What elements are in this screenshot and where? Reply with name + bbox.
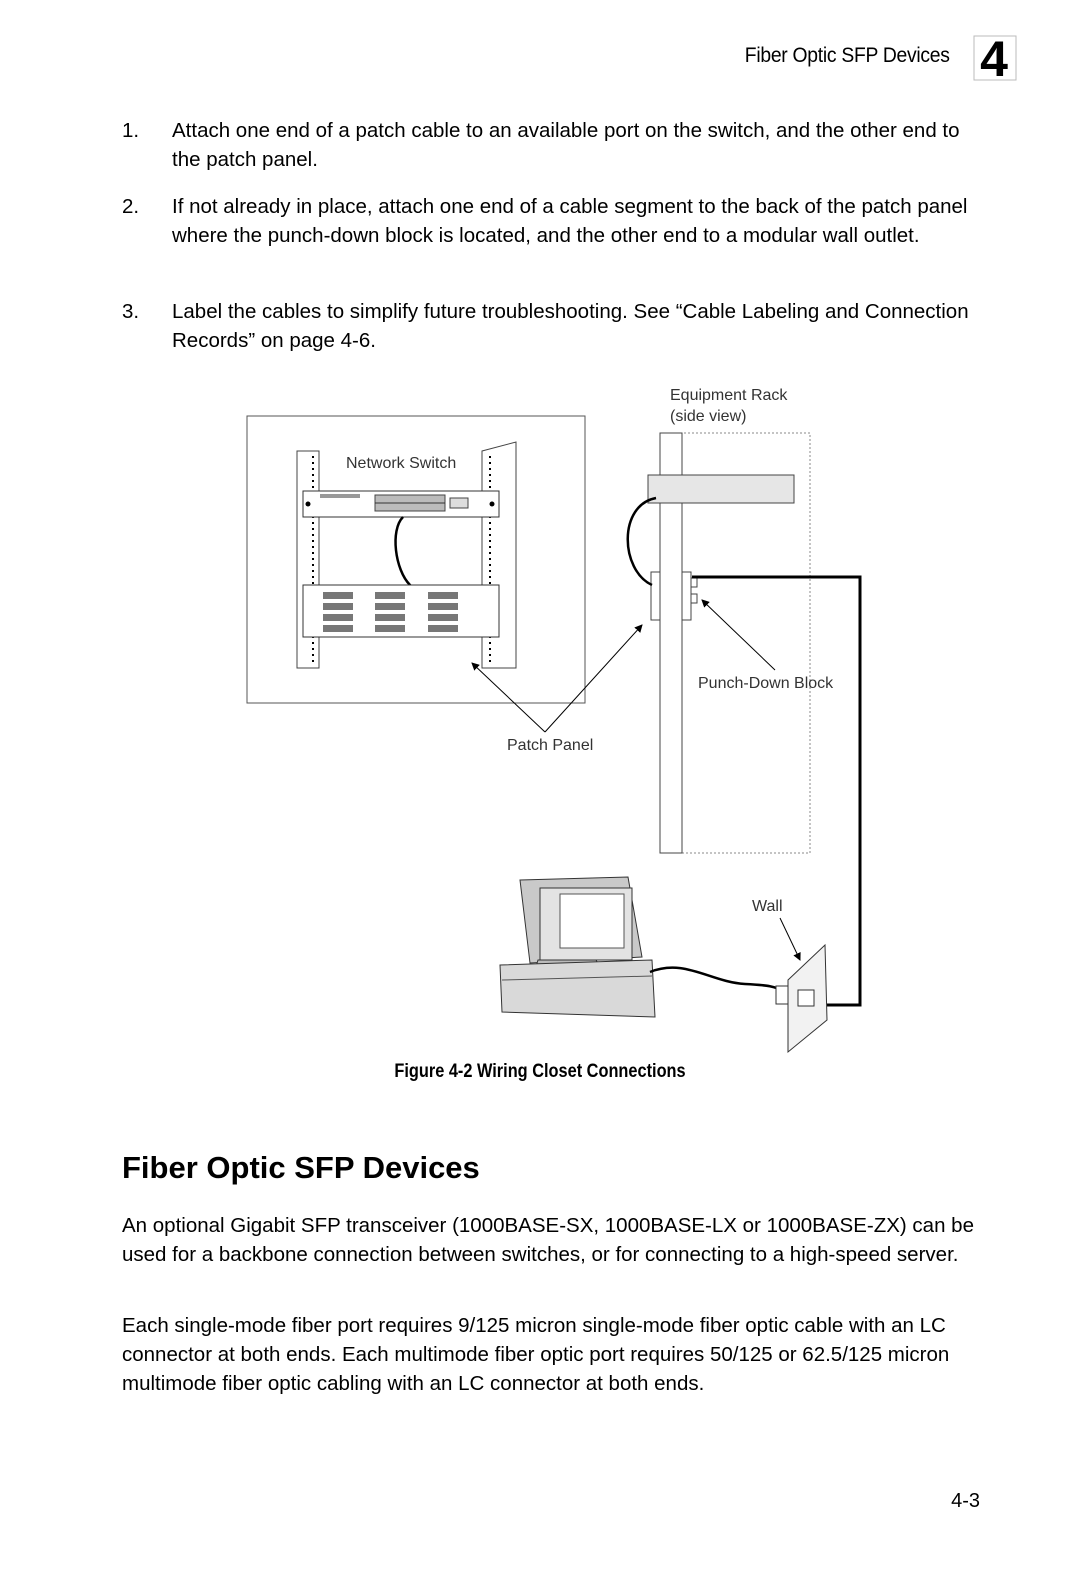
step-number: 3. — [122, 300, 140, 323]
label-wall: Wall — [752, 898, 783, 915]
figure-caption: Figure 4-2 Wiring Closet Connections — [394, 1061, 686, 1082]
workstation-computer — [499, 876, 656, 1018]
rj45-plug — [775, 985, 789, 1005]
label-side-view: (side view) — [670, 408, 747, 425]
wiring-closet-diagram: Equipment Rack (side view) Network Switc… — [240, 380, 880, 1060]
patch-panel-front — [302, 584, 500, 638]
step-number: 2. — [122, 195, 140, 218]
patch-cable-side — [626, 496, 657, 587]
running-header-title: Fiber Optic SFP Devices — [745, 44, 950, 67]
label-network-switch: Network Switch — [346, 455, 457, 472]
chapter-number: 4 — [980, 32, 1008, 82]
label-patch-panel: Patch Panel — [507, 737, 594, 754]
label-punch-down-block: Punch-Down Block — [698, 675, 834, 692]
wiring-diagram-svg — [246, 415, 862, 1054]
paragraph-fiber-cable-requirements: Each single-mode fiber port requires 9/1… — [122, 1314, 950, 1395]
rack-side-rail — [659, 432, 683, 854]
paragraph-sfp-intro: An optional Gigabit SFP transceiver (100… — [122, 1214, 974, 1266]
punch-down-block — [650, 571, 698, 621]
step-number: 1. — [122, 119, 140, 142]
network-switch-unit — [302, 490, 500, 518]
section-heading: Fiber Optic SFP Devices — [122, 1150, 480, 1185]
computer-cable — [649, 966, 786, 994]
page-number: 4-3 — [951, 1490, 980, 1512]
chapter-number-tab: 4 — [970, 31, 1018, 87]
label-equipment-rack: Equipment Rack — [670, 387, 788, 404]
horizontal-cable-to-wall — [692, 575, 862, 1007]
step-text: Label the cables to simplify future trou… — [172, 300, 969, 352]
switch-side-profile — [647, 474, 795, 504]
step-text: If not already in place, attach one end … — [172, 195, 968, 247]
step-text: Attach one end of a patch cable to an av… — [172, 119, 960, 171]
wall-outlet — [787, 943, 828, 1054]
